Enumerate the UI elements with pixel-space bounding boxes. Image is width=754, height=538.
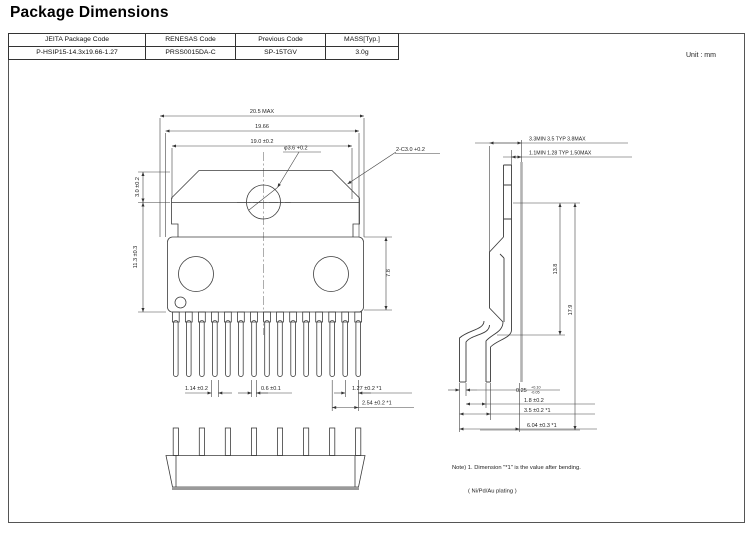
dim-lead-base-width: 1.14 ±0.2 bbox=[185, 386, 208, 392]
side-view-dimensions bbox=[448, 140, 632, 432]
drawing-frame bbox=[8, 33, 745, 523]
dim-fin-height: 3.0 ±0.2 bbox=[135, 177, 141, 197]
dim-lead-offset1: 1.8 ±0.2 bbox=[524, 398, 544, 404]
dim-lead-thickness-tol-lower: -0.05 bbox=[531, 391, 540, 395]
front-pins bbox=[171, 311, 362, 377]
unit-label: Unit : mm bbox=[686, 52, 716, 59]
table-value-jeita: P-HSIP15-14.3x19.66-1.27 bbox=[9, 47, 146, 59]
dim-lead-offset3: 6.04 ±0.3 *1 bbox=[527, 423, 557, 429]
table-header-previous: Previous Code bbox=[236, 34, 326, 47]
dim-corner-chamfer: 2-C3.0 +0.2 bbox=[396, 147, 425, 153]
dim-body-height: 11.3 ±0.3 bbox=[133, 246, 139, 269]
note-plating: ( Ni/Pd/Au plating ) bbox=[468, 489, 517, 495]
dim-lead-row-pitch: 2.54 ±0.2 *1 bbox=[362, 401, 392, 407]
table-value-mass: 3.0g bbox=[355, 49, 369, 56]
dim-lead-thickness: 0.25 bbox=[516, 388, 527, 394]
dim-lead-thickness-tol-upper: +0.10 bbox=[531, 386, 541, 390]
page-title: Package Dimensions bbox=[10, 4, 169, 21]
package-drawing: 20.5 MAX 19.66 19.0 ±0.2 φ3.6 +0.2 2-C3.… bbox=[133, 109, 632, 495]
dim-body-length: 13.8 bbox=[553, 264, 559, 275]
dim-lead-pitch: 1.27 ±0.2 *1 bbox=[352, 386, 382, 392]
dim-hole-diameter: φ3.6 +0.2 bbox=[284, 146, 308, 152]
table-header-mass: MASS[Typ.] bbox=[326, 34, 398, 47]
mounting-hole bbox=[246, 184, 281, 220]
pin1-indicator bbox=[174, 296, 187, 309]
dim-stand-off: 3.3MIN 3.5 TYP 3.8MAX bbox=[529, 137, 586, 143]
front-view bbox=[167, 152, 364, 377]
dim-overall-width: 20.5 MAX bbox=[250, 109, 274, 115]
dim-lead-width: 0.6 ±0.1 bbox=[261, 386, 281, 392]
bottom-view-pins bbox=[172, 427, 362, 456]
side-view bbox=[459, 162, 523, 383]
dim-body-width: 19.0 ±0.2 bbox=[251, 139, 274, 145]
dim-body-side-height: 7.8 bbox=[386, 269, 392, 277]
bottom-view bbox=[165, 427, 366, 490]
dim-fin-width: 19.66 bbox=[255, 124, 269, 130]
table-value-previous: SP-15TGV bbox=[236, 47, 326, 59]
note-bending: Note) 1. Dimension "*1" is the value aft… bbox=[452, 465, 581, 471]
table-value-renesas: PRSS0015DA-C bbox=[146, 47, 236, 59]
dim-total-length: 17.9 bbox=[568, 305, 574, 316]
package-code-table: JEITA Package Code RENESAS Code Previous… bbox=[8, 33, 399, 60]
table-header-renesas: RENESAS Code bbox=[146, 34, 236, 47]
front-view-dimensions bbox=[138, 114, 440, 411]
table-header-jeita: JEITA Package Code bbox=[9, 34, 146, 47]
dim-lead-offset2: 3.5 ±0.2 *1 bbox=[524, 408, 551, 414]
package-body bbox=[167, 236, 364, 313]
dim-fin-thickness: 1.1MIN 1.28 TYP 1.50MAX bbox=[529, 151, 592, 157]
